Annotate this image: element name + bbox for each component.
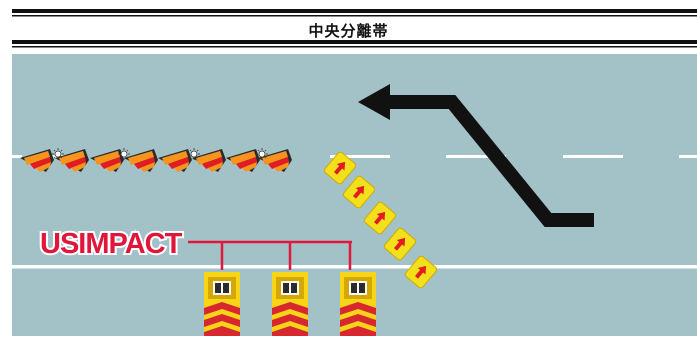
median-strip (12, 9, 697, 48)
impact-attenuator-icon (272, 272, 308, 336)
impact-attenuator-icon (204, 272, 240, 336)
impact-attenuator-icon (340, 272, 376, 336)
callout-leader (188, 240, 352, 270)
median-label: 中央分離帯 (308, 22, 389, 40)
attenuator-group (204, 272, 376, 336)
lane-change-arrow-icon (358, 84, 594, 227)
callout-label: USIMPACT (40, 228, 183, 260)
solid-edge-line (12, 265, 697, 269)
